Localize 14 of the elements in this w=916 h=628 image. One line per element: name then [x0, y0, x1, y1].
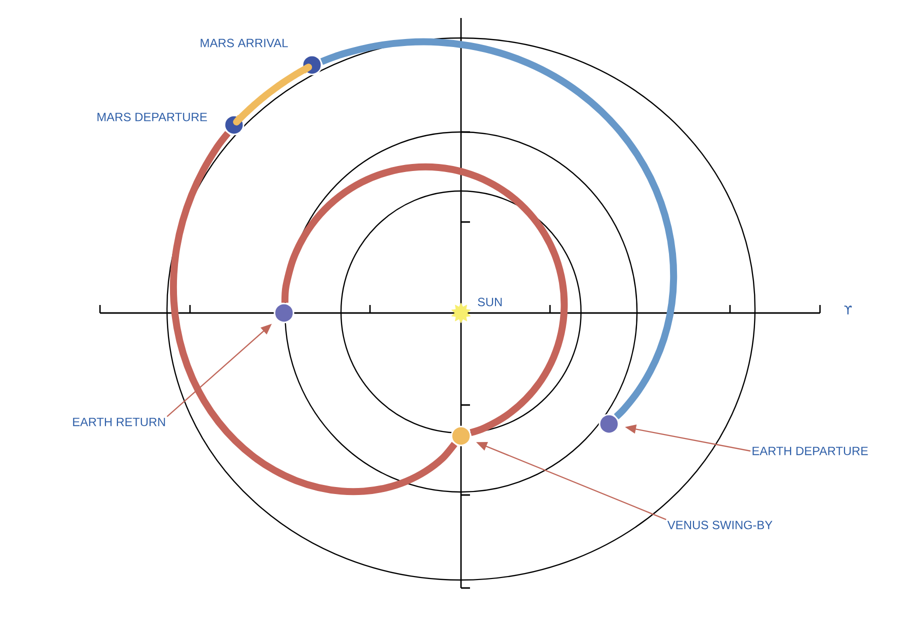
equinox-symbol: ϒ: [844, 306, 852, 314]
trajectory-arc: [233, 64, 312, 126]
label-text: SUN: [478, 298, 502, 306]
position-dot: [274, 302, 294, 324]
label-text: MARS DEPARTURE: [98, 112, 207, 122]
position-dot: [450, 426, 472, 446]
sun-star: [451, 302, 471, 324]
label-text: MARS ARRIVAL: [200, 38, 288, 48]
label-text: EARTH DEPARTURE: [752, 446, 868, 456]
label-text: EARTH RETURN: [73, 418, 165, 426]
label-text: VENUS SWING-BY: [667, 520, 772, 530]
position-dot: [598, 414, 620, 434]
trajectory-arc: [170, 130, 458, 496]
trajectory-arc: [281, 164, 568, 436]
